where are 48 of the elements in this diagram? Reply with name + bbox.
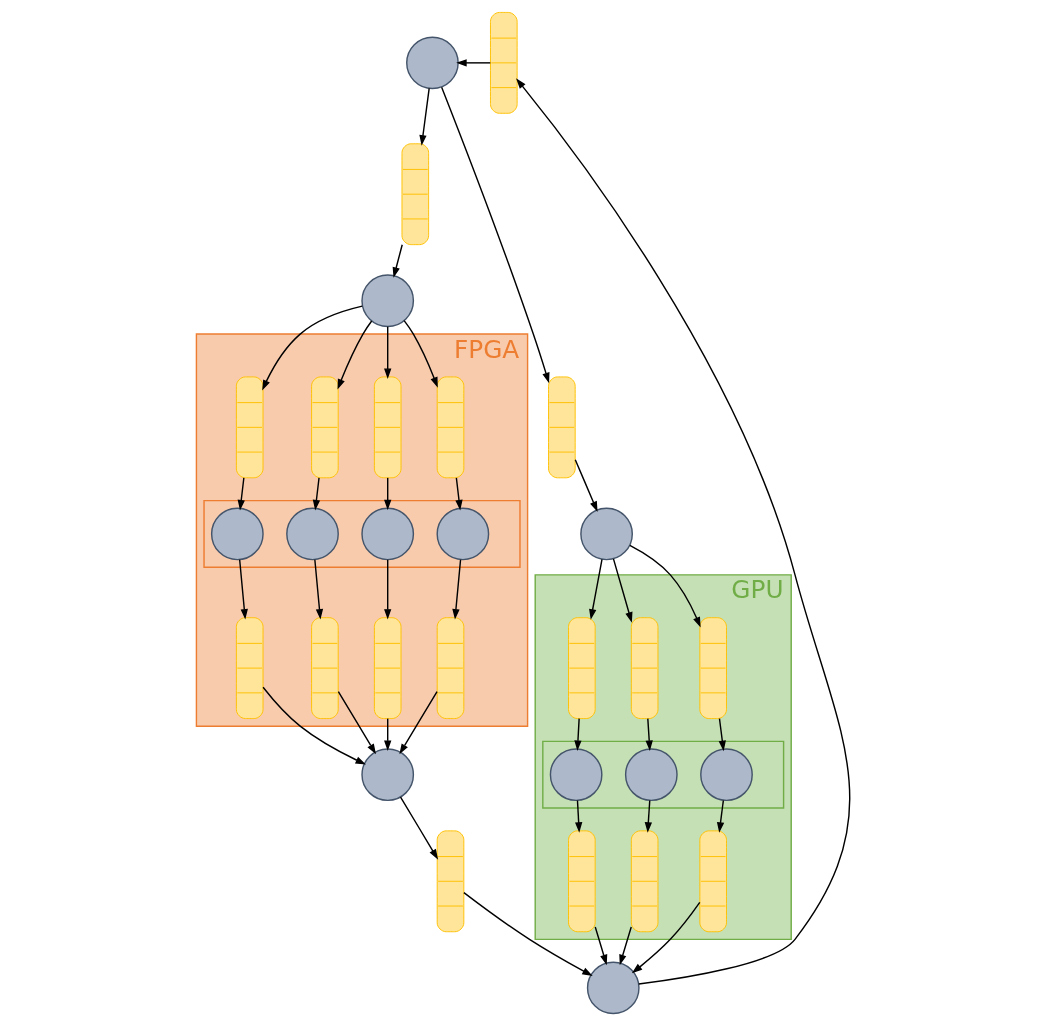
node-circle (624, 748, 678, 802)
arrow (237, 477, 245, 511)
arrow (575, 799, 583, 833)
arrow (399, 690, 438, 755)
node-circle (700, 748, 753, 802)
arrow (456, 59, 492, 67)
node-circle (549, 748, 603, 802)
node-circle (586, 961, 640, 1015)
arrow (574, 459, 598, 512)
arrow (238, 559, 248, 620)
arrow (314, 559, 324, 620)
node-circle (361, 748, 415, 802)
cluster: GPU (534, 574, 792, 941)
arrow (574, 717, 582, 751)
arrow (392, 244, 403, 278)
arrow (440, 86, 550, 384)
node-circle (436, 507, 490, 561)
arrow (716, 799, 725, 833)
arrow (399, 796, 439, 860)
arrow (262, 305, 363, 391)
arrow (337, 320, 373, 390)
arrow (384, 559, 392, 620)
arrow (384, 325, 392, 379)
node-circle (286, 507, 339, 561)
cluster: FPGA (195, 333, 529, 727)
arrow (262, 686, 366, 765)
arrow (645, 717, 653, 751)
node-circle (580, 507, 633, 561)
arrow (312, 477, 321, 511)
node-circle (210, 507, 264, 561)
arrow (403, 319, 438, 388)
arrow (337, 690, 376, 755)
arrow (644, 799, 652, 833)
arrow (516, 78, 851, 985)
arrow (631, 901, 701, 974)
node-circle (406, 36, 459, 90)
arrow (612, 558, 633, 623)
arrow (629, 544, 701, 628)
arrow (384, 717, 392, 751)
arrow (384, 477, 392, 511)
arrow (455, 477, 463, 511)
node-circle (361, 507, 415, 561)
arrow (589, 558, 603, 620)
arrow (419, 87, 430, 146)
arrow (718, 717, 726, 752)
arrow (452, 559, 462, 620)
node-circle (361, 274, 415, 328)
arrow (463, 891, 593, 977)
